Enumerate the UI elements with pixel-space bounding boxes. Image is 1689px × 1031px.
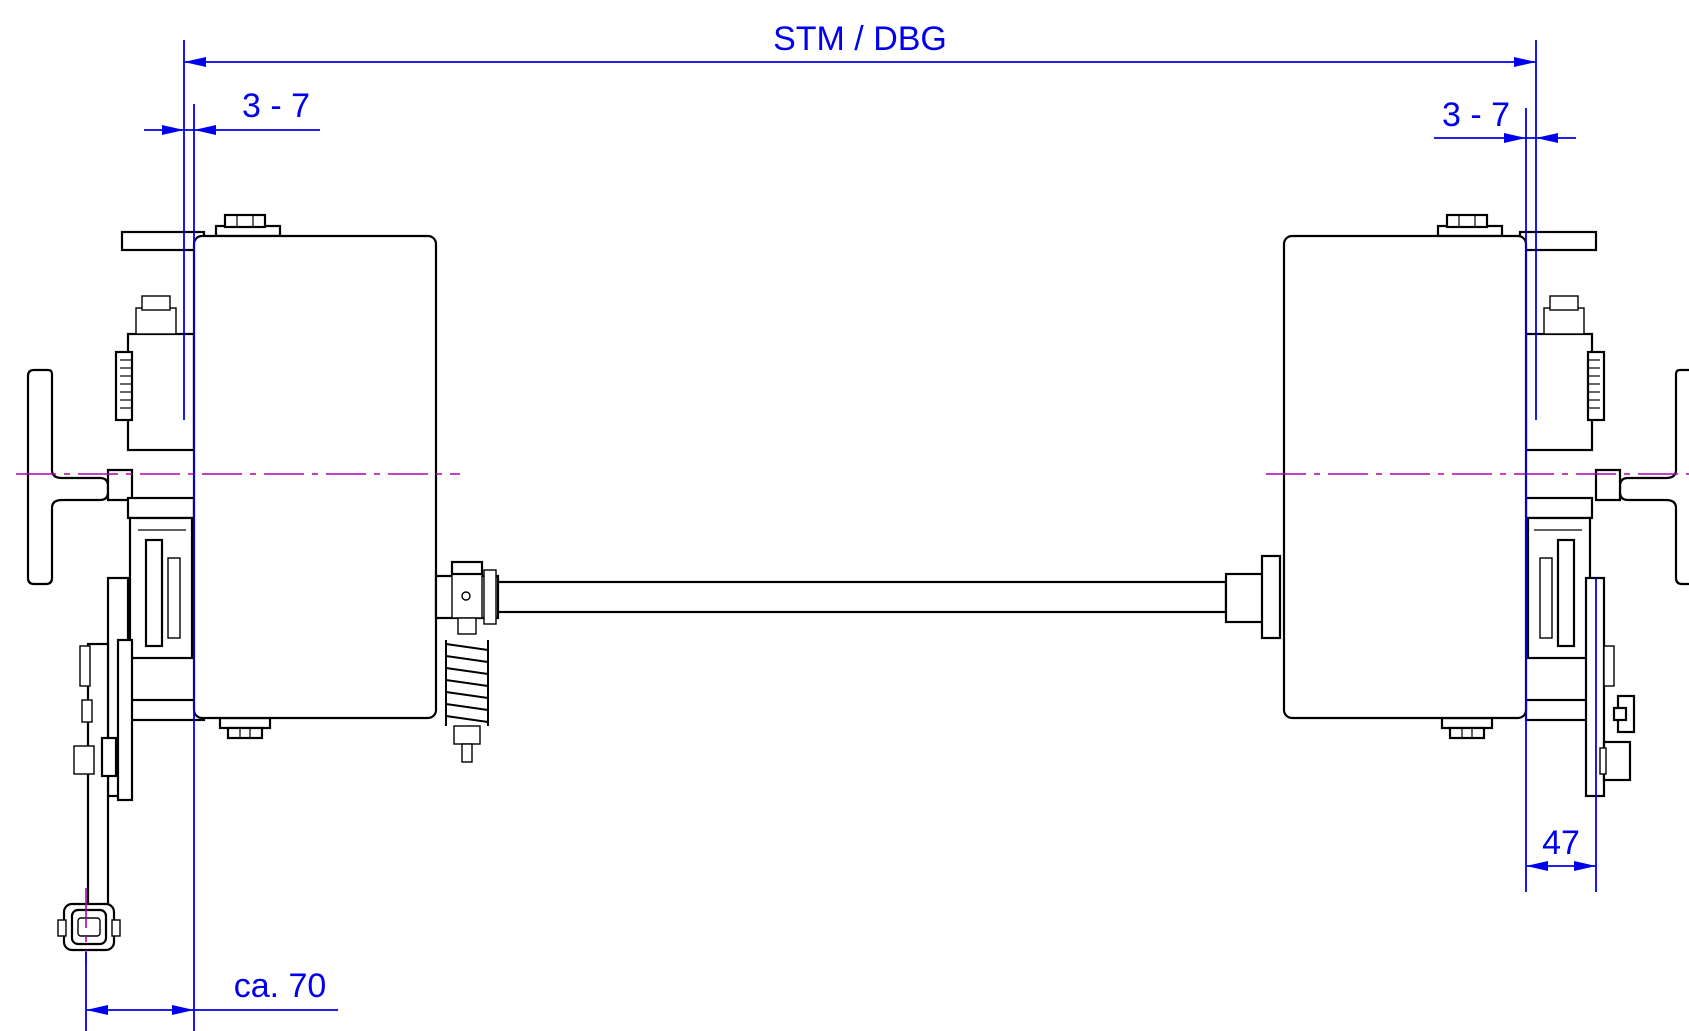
left-top-bolt	[214, 213, 282, 238]
right-rail-profile	[1618, 368, 1689, 586]
dimension-left-offset-label: ca. 70	[234, 967, 327, 1005]
left-top-plate	[120, 230, 206, 252]
dimension-overall: STM / DBG	[183, 20, 1537, 420]
right-wheel-housing	[1282, 234, 1528, 720]
right-bottom-bolt	[1440, 716, 1494, 740]
left-connector	[57, 902, 121, 952]
right-upper-guide	[1524, 295, 1606, 452]
left-upper-guide	[114, 295, 196, 452]
left-rail-profile	[26, 368, 110, 586]
left-lower-guide	[126, 496, 196, 660]
right-assembly	[1282, 213, 1689, 798]
dimension-left-clearance-label: 3 - 7	[242, 87, 310, 125]
right-top-bolt	[1436, 213, 1504, 238]
left-bottom-bolt	[218, 716, 272, 740]
dimension-overall-label: STM / DBG	[773, 20, 947, 58]
dimension-left-clearance: 3 - 7	[144, 87, 320, 1031]
left-assembly	[26, 213, 438, 952]
left-sensor-arm	[73, 642, 118, 924]
right-bracket	[1524, 576, 1636, 798]
dimension-left-offset: ca. 70	[85, 952, 338, 1031]
dimension-right-offset: 47	[1526, 578, 1597, 892]
dimension-right-clearance-label: 3 - 7	[1442, 96, 1510, 134]
right-lower-guide	[1524, 496, 1594, 660]
right-top-plate	[1518, 230, 1598, 252]
tension-spring	[445, 560, 489, 763]
dimension-right-clearance: 3 - 7	[1434, 96, 1576, 892]
dimension-right-offset-label: 47	[1542, 824, 1580, 862]
left-wheel-housing	[192, 234, 438, 720]
connecting-axle	[434, 554, 1282, 640]
axle-shaft	[494, 580, 1228, 614]
